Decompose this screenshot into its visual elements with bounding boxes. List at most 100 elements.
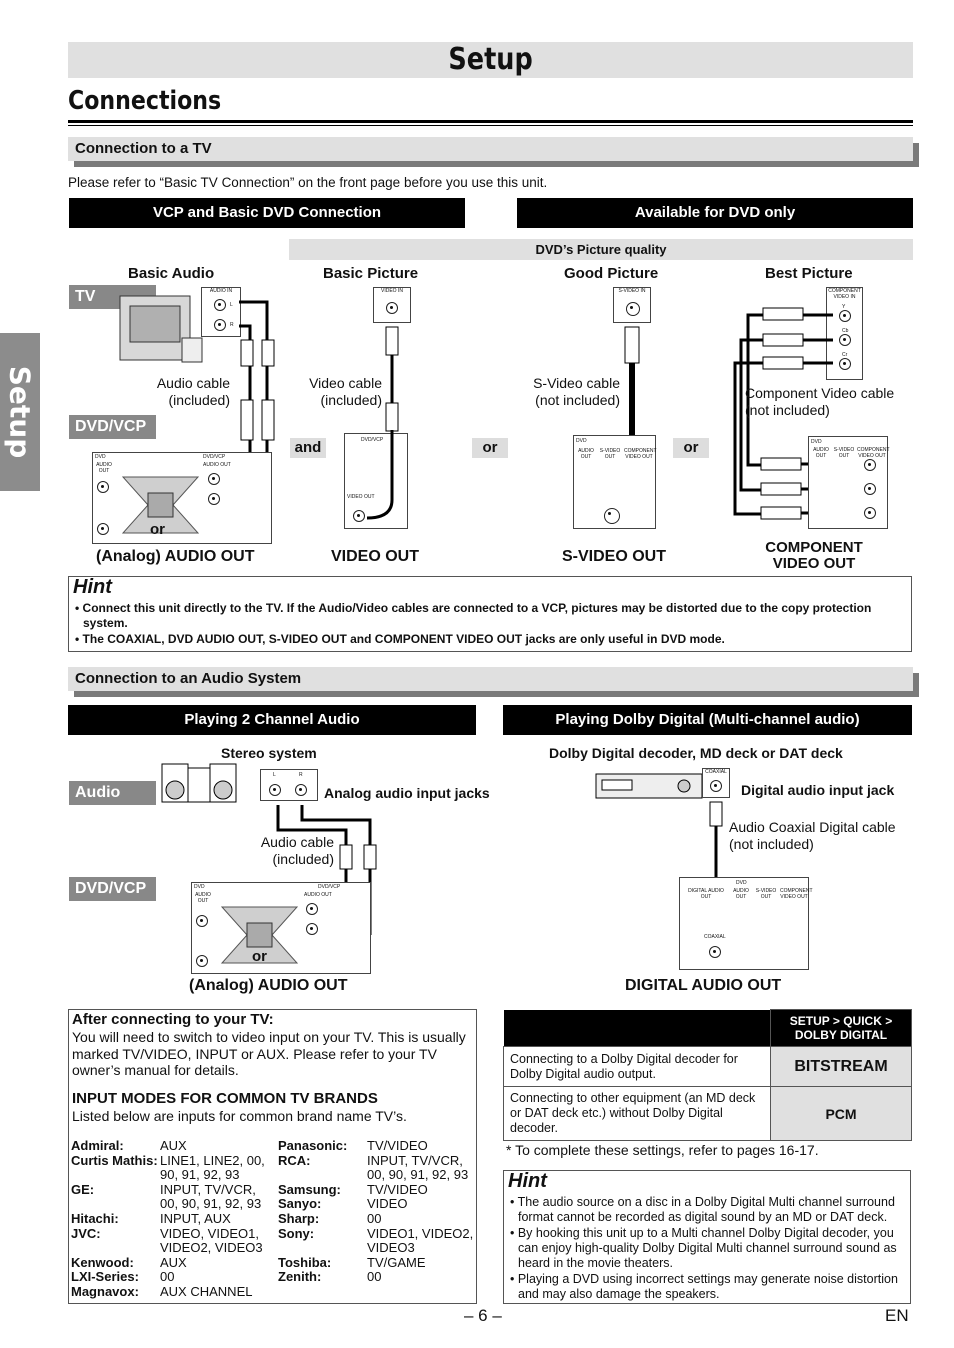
tv-audio-r-jack [214,319,226,331]
stereo-input-panel: L R [260,769,318,801]
panel-dvd-text: DVD [95,454,106,460]
brand-name: GE: [71,1181,95,1197]
tv-y-text: Y [842,304,846,310]
language-code: EN [885,1306,909,1325]
or-box-1: or [472,438,508,458]
hint2-title: Hint [508,1170,547,1192]
panel-audio-out-text: AUDIO OUT [96,462,112,474]
after-title: After connecting to your TV: [72,1011,274,1028]
dolby-row-2-desc: Connecting to other equipment (an MD dec… [503,1086,771,1141]
banner-title: Setup [448,42,533,77]
dvd-component-panel: DVD AUDIO OUT S-VIDEO OUT COMPONENT VIDE… [808,436,890,529]
tv-audio-in-panel: AUDIO IN L R [201,287,241,337]
audio-cable-illustration [239,300,275,500]
brand-row: Hitachi:INPUT, AUX [71,1210,269,1227]
stereo-r-text: R [299,772,303,778]
decoder-label: Dolby Digital decoder, MD deck or DAT de… [549,745,843,761]
p2-dvdvcp-text: DVD/VCP [318,884,341,890]
stereo-system-label: Stereo system [221,745,317,761]
brand-row: LXI-Series:00 [71,1270,269,1285]
brand-input: VIDEO [367,1196,408,1212]
brand-input: AUX [160,1138,187,1153]
vcp-audio-l-jack [208,473,220,485]
dp-audio-out-text: AUDIO OUT [733,888,749,900]
dvdvcp-label: DVD/VCP [69,415,156,439]
hint1-item-1: • Connect this unit directly to the TV. … [75,601,872,630]
page-title: Connections [68,86,222,116]
brand-input: TV/VIDEO [367,1138,428,1153]
hint2-item-2: • By hooking this unit up to a Multi cha… [510,1226,897,1270]
sv-panel-audio-text: AUDIO OUT [578,448,594,460]
tv-audio-l-jack [214,299,226,311]
tv-cb-text: Cb [842,328,849,334]
video-cable-label: Video cable (included) [309,375,382,408]
modes-title: INPUT MODES FOR COMMON TV BRANDS [72,1090,378,1107]
out-analog-audio-2: (Analog) AUDIO OUT [189,977,348,994]
tv-video-in-panel: VIDEO IN [373,287,411,323]
brand-row: RCA:INPUT, TV/VCR, 00, 90, 91, 92, 93 [278,1153,476,1183]
after-body: You will need to switch to video input o… [72,1029,466,1078]
brand-row: Zenith:00 [278,1270,476,1285]
analog-jacks-label: Analog audio input jacks [324,785,490,801]
dolby-header-blank [503,1009,771,1047]
sv-panel-dvd-text: DVD [576,438,587,444]
bar-vcp-basic: VCP and Basic DVD Connection [69,198,465,228]
stereo-r-jack [295,784,307,796]
hint-box-2: Hint • The audio source on a disc in a D… [503,1170,911,1304]
hint1-title: Hint [73,576,112,598]
col-best-picture: Best Picture [765,265,853,282]
coax-cable-label: Audio Coaxial Digital cable (not include… [729,819,896,852]
video-cable-lower [366,430,394,520]
brand-name: Hitachi: [71,1210,119,1226]
dvdvcp-audio-panel: DVD AUDIO OUT DVD/VCP AUDIO OUT [92,452,272,544]
sv-panel-svideo-text: S-VIDEO OUT [599,448,621,460]
brand-row: Panasonic:TV/VIDEO [278,1138,476,1154]
brand-row: Curtis Mathis:LINE1, LINE2, 00, 90, 91, … [71,1153,269,1183]
video-panel-out-text: VIDEO OUT [347,494,375,500]
dvd-coaxial-out-jack [709,946,721,958]
hint1-item-2: • The COAXIAL, DVD AUDIO OUT, S-VIDEO OU… [75,632,725,646]
hint-box-1: Hint • Connect this unit directly to the… [68,576,912,652]
tv-svideo-in-panel: S-VIDEO IN [613,287,651,323]
brand-name: Sony: [278,1225,315,1241]
cp-panel-component-text: COMPONENT VIDEO OUT [857,447,890,459]
tv-component-in-text: COMPONENT VIDEO IN [828,288,861,300]
p2-audio-out-text: AUDIO OUT [195,892,211,904]
brand-name: Samsung: [278,1181,341,1197]
brand-input: AUX CHANNEL [160,1283,253,1299]
dolby-header: SETUP > QUICK > DOLBY DIGITAL [770,1009,912,1047]
brand-input: 00 [367,1210,382,1226]
p2-audio-l-jack [196,915,208,927]
dolby-note: * To complete these settings, refer to p… [506,1142,819,1158]
brand-name: Zenith: [278,1269,322,1285]
component-cable-label: Component Video cable (not included) [745,385,895,418]
brand-name: JVC: [71,1225,101,1241]
or-small-label: or [150,521,165,538]
dolby-row-2-value: PCM [770,1086,912,1141]
dvdvcp-video-panel: DVD/VCP VIDEO OUT [344,433,408,529]
out-component: COMPONENT VIDEO OUT [765,539,863,572]
dvd-cb-out-jack [864,483,876,495]
brand-input: VIDEO1, VIDEO2, VIDEO3 [367,1225,474,1256]
dolby-settings-table: SETUP > QUICK > DOLBY DIGITAL Connecting… [503,1009,912,1141]
dvdvcp-audio2-panel: DVD AUDIO OUT DVD/VCP AUDIO OUT [191,882,371,974]
brand-name: Kenwood: [71,1254,134,1270]
digital-jack-label: Digital audio input jack [741,782,895,798]
out-video: VIDEO OUT [331,548,420,565]
dvd-video-out-jack [353,510,365,522]
cp-panel-audio-text: AUDIO OUT [813,447,829,459]
brand-row: Toshiba:TV/GAME [278,1254,476,1271]
decoder-coaxial-text: COAXIAL [705,769,727,775]
tv-video-in-text: VIDEO IN [381,288,403,294]
or-audio-label: or [252,948,267,965]
brand-input: VIDEO, VIDEO1, VIDEO2, VIDEO3 [160,1225,263,1256]
dvdvcp-audio-label: DVD/VCP [69,877,156,901]
brand-name: Toshiba: [278,1254,332,1270]
dp-svideo-text: S-VIDEO OUT [755,888,777,900]
stereo-system-illustration [161,763,237,803]
vcp-audio-r-jack [208,493,220,505]
and-box: and [290,438,326,458]
bar-dvd-only: Available for DVD only [517,198,913,228]
section-title-tv: Connection to a TV [68,137,913,161]
